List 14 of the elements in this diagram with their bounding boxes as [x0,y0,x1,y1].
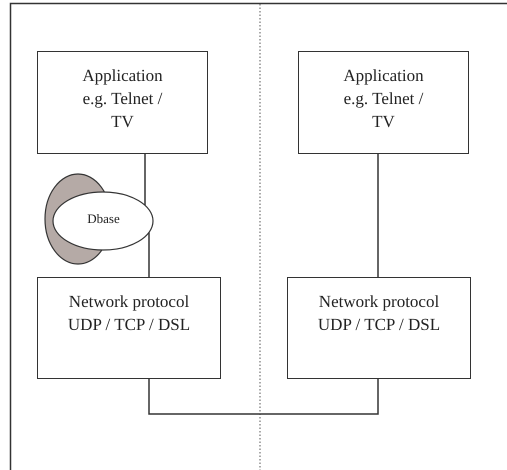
connector-line [148,232,150,277]
process-box [37,277,221,379]
process-box [37,51,208,154]
process-box [287,277,471,379]
connector-line [377,154,379,277]
node-label: Network protocol UDP / TCP / DSL [66,291,192,336]
database-shape [44,173,155,265]
connector-line [148,379,379,415]
connector-line [144,154,146,206]
process-box [298,51,469,154]
node-label: Network protocol UDP / TCP / DSL [316,291,442,336]
node-label: Application e.g. Telnet / TV [342,65,425,133]
node-label: Application e.g. Telnet / TV [81,65,164,133]
node-label: Dbase [86,211,121,227]
